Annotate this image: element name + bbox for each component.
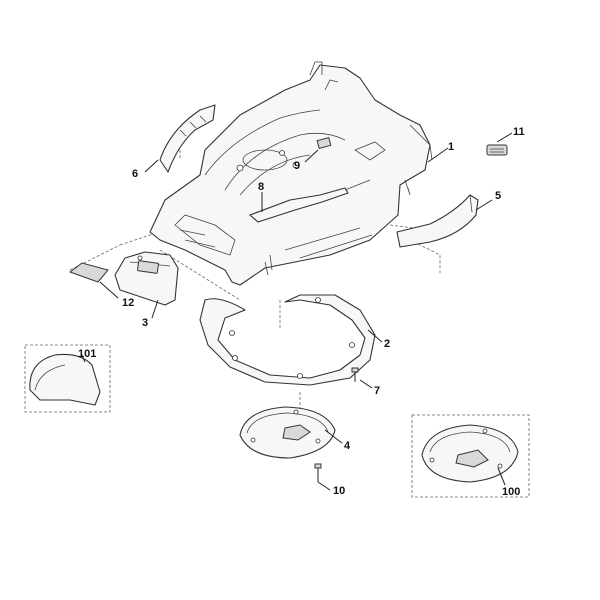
callout-11: 11 xyxy=(513,126,525,138)
part-1-deck-housing xyxy=(149,61,433,286)
part-11-label xyxy=(486,144,508,156)
callout-4: 4 xyxy=(344,440,351,452)
part-8-baffle xyxy=(249,187,349,223)
part-5-rear-flap xyxy=(396,194,479,248)
part-101-kit xyxy=(24,344,111,413)
callout-101: 101 xyxy=(78,348,96,360)
callout-1: 1 xyxy=(448,141,454,153)
callout-7: 7 xyxy=(374,385,380,397)
leader-lines xyxy=(81,132,513,491)
callout-9: 9 xyxy=(294,160,300,172)
part-2-skirt-plate xyxy=(199,294,376,386)
part-6-side-deflector xyxy=(159,104,216,173)
callout-12: 12 xyxy=(122,297,134,309)
callout-8: 8 xyxy=(258,181,264,193)
part-7-screw xyxy=(351,367,359,382)
callout-3: 3 xyxy=(142,317,148,329)
callout-2: 2 xyxy=(384,338,390,350)
part-3-front-cover xyxy=(114,251,179,306)
part-100-kit xyxy=(411,414,530,498)
part-10-screw xyxy=(314,463,322,482)
callout-100: 100 xyxy=(502,486,520,498)
callout-labels: 1 2 3 4 5 6 7 8 9 10 11 12 100 101 xyxy=(78,126,525,498)
part-4-cutting-disc xyxy=(239,406,336,459)
callout-5: 5 xyxy=(495,190,501,202)
part-12-pad xyxy=(68,262,109,283)
callout-6: 6 xyxy=(132,168,138,180)
callout-10: 10 xyxy=(333,485,345,497)
